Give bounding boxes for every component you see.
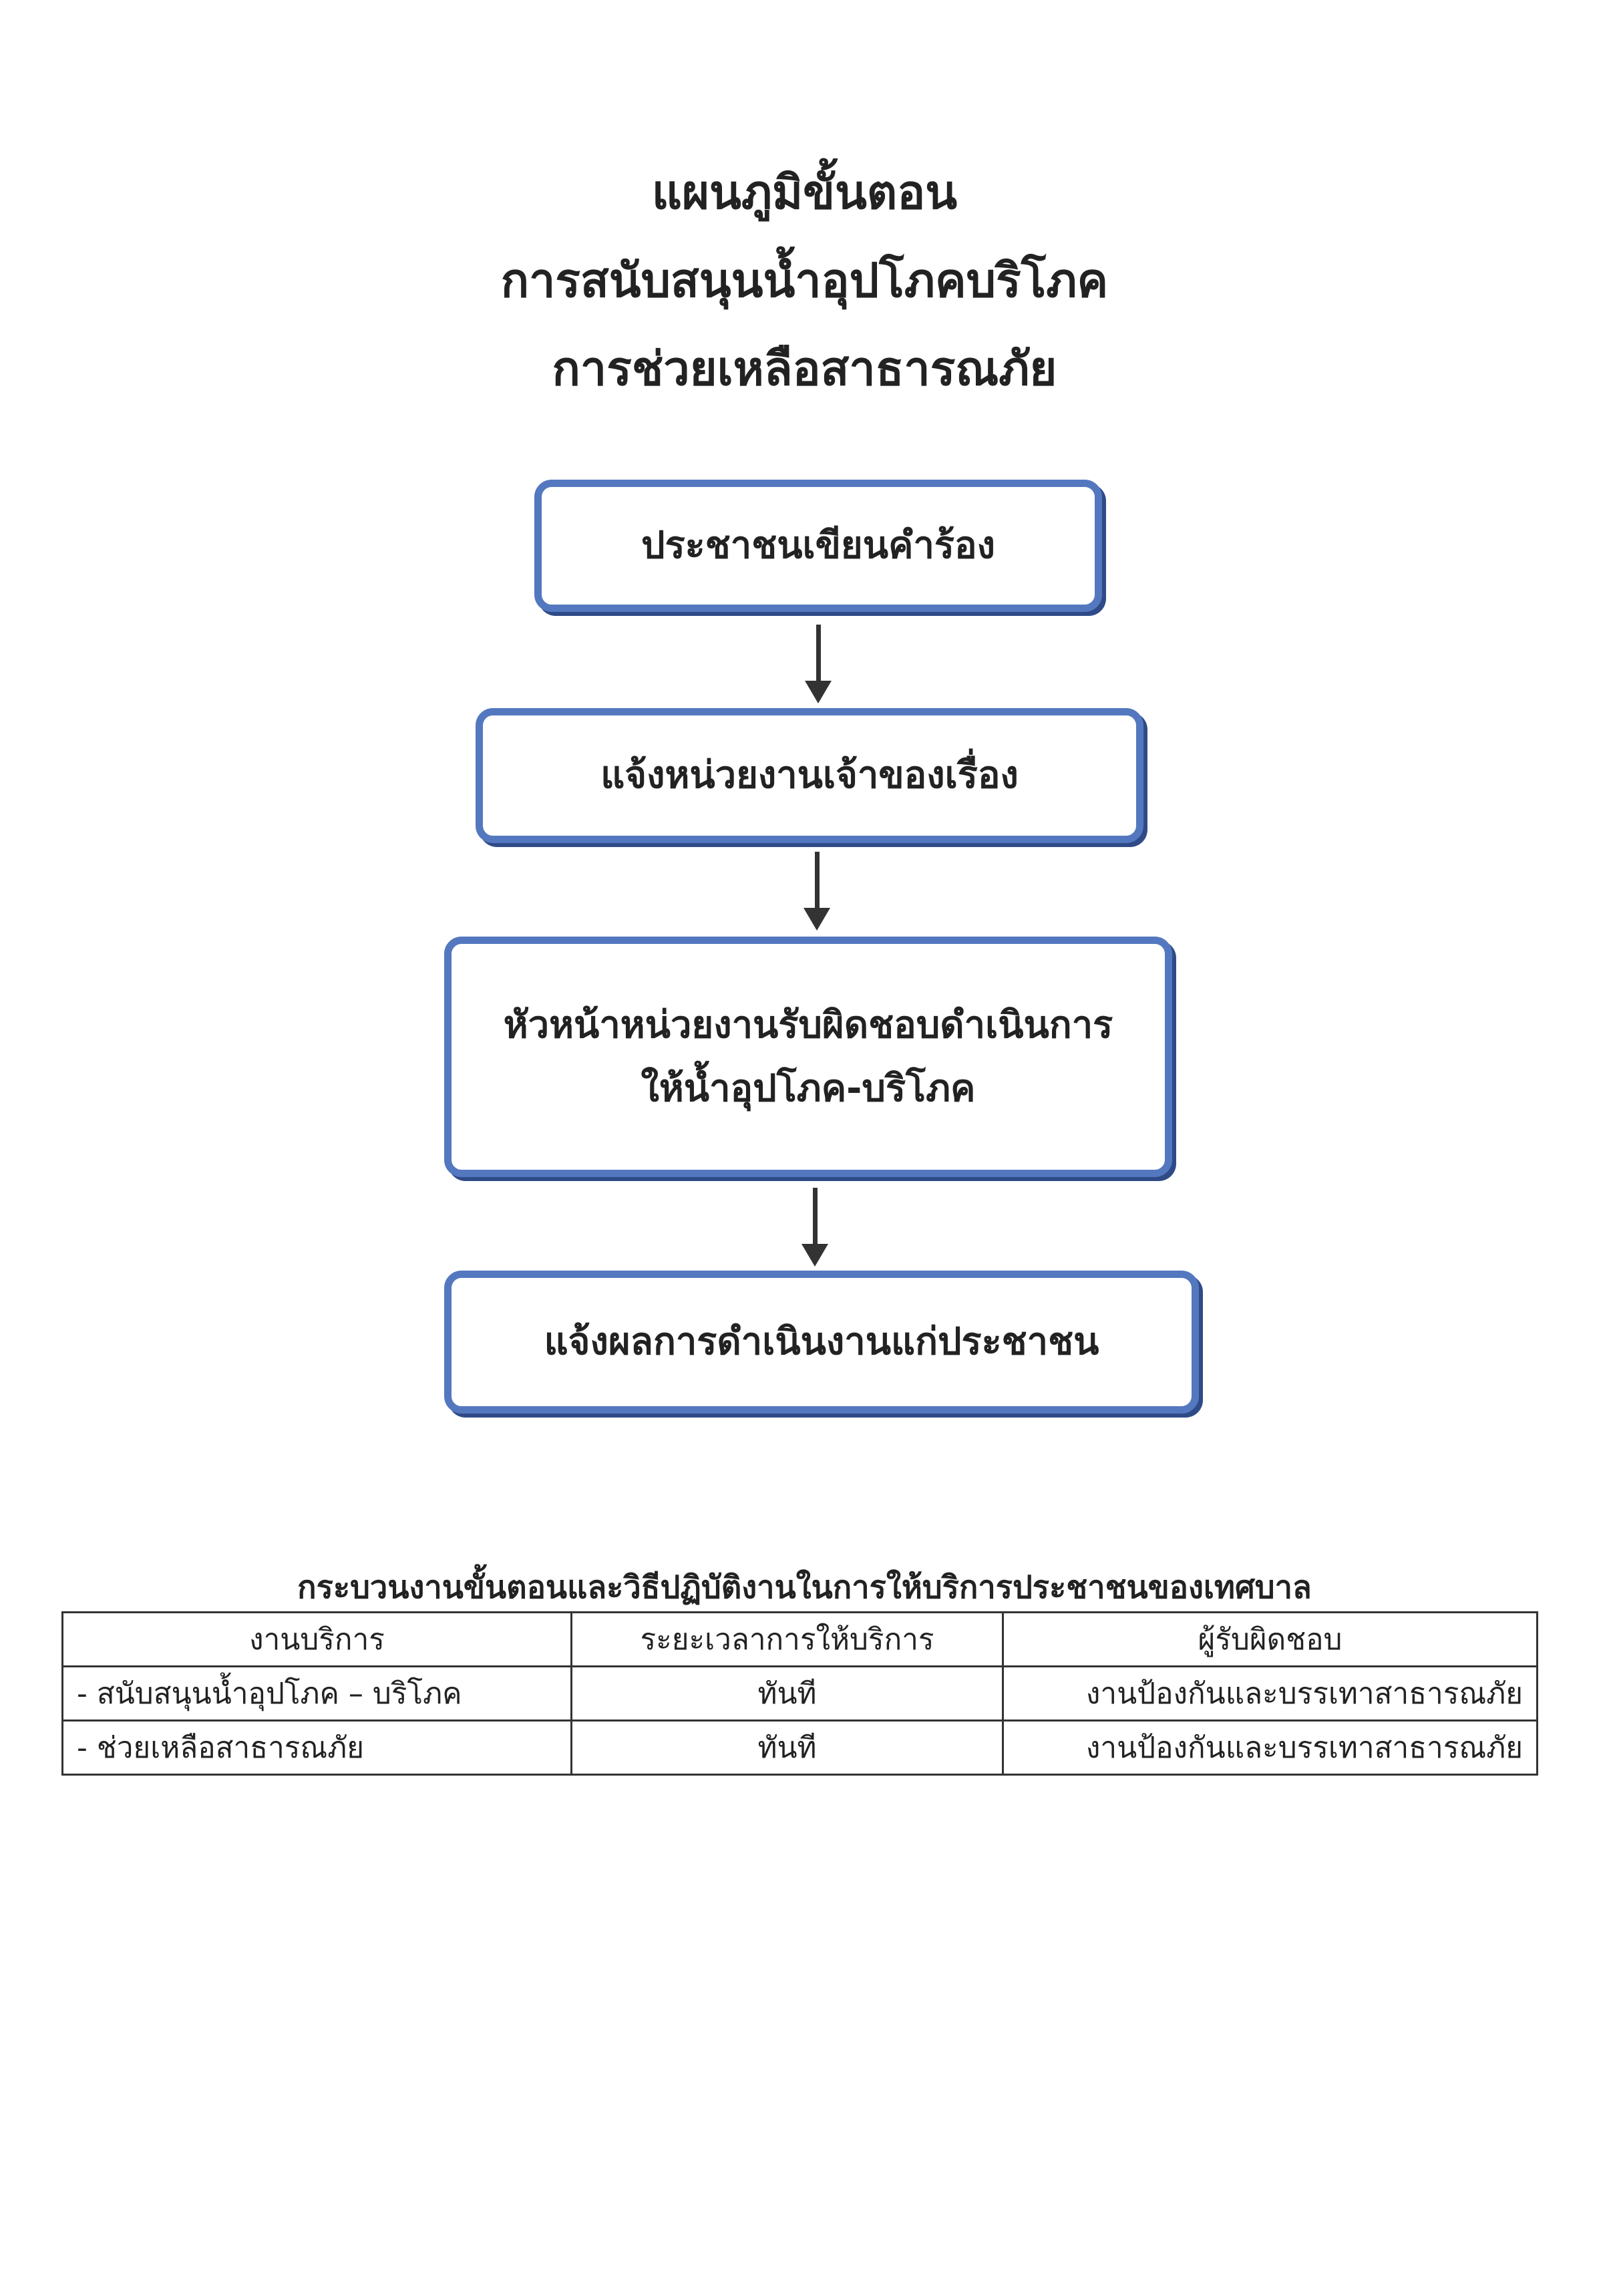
flow-step-2-text: แจ้งหน่วยงานเจ้าของเรื่อง — [600, 754, 1019, 798]
cell-duration: ทันที — [570, 1665, 1004, 1721]
table-row: - ช่วยเหลือสาธารณภัย ทันที งานป้องกันและ… — [61, 1719, 1538, 1776]
diagram-title-line-3: การช่วยเหลือสาธารณภัย — [552, 341, 1057, 396]
flow-arrow-2 — [803, 852, 830, 931]
cell-service: - สนับสนุนน้ำอุปโภค – บริโภค — [61, 1665, 572, 1721]
table-header-row: งานบริการ ระยะเวลาการให้บริการ ผู้รับผิด… — [61, 1611, 1538, 1667]
cell-responsible: งานป้องกันและบรรเทาสาธารณภัย — [1002, 1719, 1538, 1776]
services-table: งานบริการ ระยะเวลาการให้บริการ ผู้รับผิด… — [61, 1611, 1538, 1776]
cell-service: - ช่วยเหลือสาธารณภัย — [61, 1719, 572, 1776]
flow-arrow-1 — [805, 625, 832, 703]
flow-step-1-text: ประชาชนเขียนคำร้อง — [641, 524, 995, 568]
table-row: - สนับสนุนน้ำอุปโภค – บริโภค ทันที งานป้… — [61, 1665, 1538, 1721]
flow-step-3: หัวหน้าหน่วยงานรับผิดชอบดำเนินการ ให้น้ำ… — [444, 937, 1172, 1177]
flow-arrow-3 — [801, 1188, 828, 1267]
header-responsible: ผู้รับผิดชอบ — [1002, 1611, 1538, 1667]
cell-responsible: งานป้องกันและบรรเทาสาธารณภัย — [1002, 1665, 1538, 1721]
flow-step-3-text-line-1: หัวหน้าหน่วยงานรับผิดชอบดำเนินการ — [503, 1003, 1113, 1047]
flow-step-4: แจ้งผลการดำเนินงานแก่ประชาชน — [444, 1271, 1199, 1414]
flow-step-4-text: แจ้งผลการดำเนินงานแก่ประชาชน — [544, 1320, 1099, 1364]
flow-step-3-text-line-2: ให้น้ำอุปโภค-บริโภค — [641, 1067, 976, 1110]
cell-duration: ทันที — [570, 1719, 1004, 1776]
header-duration: ระยะเวลาการให้บริการ — [570, 1611, 1004, 1667]
flow-step-2: แจ้งหน่วยงานเจ้าของเรื่อง — [476, 708, 1143, 843]
header-service: งานบริการ — [61, 1611, 572, 1667]
diagram-title-line-2: การสนับสนุนน้ำอุปโภคบริโภค — [500, 253, 1109, 308]
table-caption: กระบวนงานขั้นตอนและวิธีปฏิบัติงานในการให… — [297, 1569, 1312, 1606]
diagram-title-line-1: แผนภูมิขั้นตอน — [651, 165, 958, 220]
flow-step-1: ประชาชนเขียนคำร้อง — [534, 480, 1102, 612]
